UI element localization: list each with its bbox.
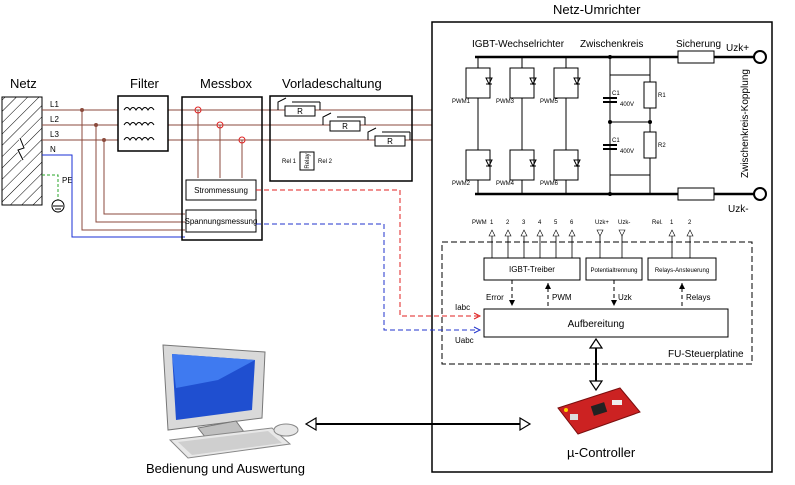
label-l3: L3 xyxy=(50,130,59,139)
error-label: Error xyxy=(486,293,504,302)
fuse-bottom xyxy=(677,187,715,201)
label-l2: L2 xyxy=(50,115,59,124)
strommessung-label: Strommessung xyxy=(194,186,248,195)
umrichter-frame xyxy=(431,21,773,473)
vorlade-frame xyxy=(269,95,413,182)
computer-monitor-icon xyxy=(162,344,266,439)
relays-ansteuerung-box xyxy=(647,257,717,281)
terminal-uzk-minus xyxy=(753,187,767,201)
svg-text:1: 1 xyxy=(490,220,494,226)
svg-text:PWM5: PWM5 xyxy=(540,99,559,105)
igbt-treiber-box xyxy=(483,257,581,281)
neutral-wire xyxy=(42,154,185,238)
igbt-bridge xyxy=(465,57,581,194)
mcu-label: µ-Controller xyxy=(567,445,636,460)
terminal-uzk-plus xyxy=(753,50,767,64)
svg-text:R: R xyxy=(342,122,348,131)
svg-text:400V: 400V xyxy=(620,102,634,108)
kopplung-label: Zwischenkreis-Kopplung xyxy=(740,69,751,178)
svg-text:PWM4: PWM4 xyxy=(496,181,515,187)
relays-ansteuerung-label: Relays-Ansteuerung xyxy=(655,268,709,274)
microcontroller-board-icon xyxy=(557,387,641,435)
keyboard-icon xyxy=(168,427,292,459)
relay-icon xyxy=(299,151,315,171)
label-l1: L1 xyxy=(50,100,59,109)
svg-text:2: 2 xyxy=(688,220,692,226)
spannungsmessung-box xyxy=(185,209,257,233)
svg-text:Rel 2: Rel 2 xyxy=(318,159,333,165)
igbt-title: IGBT-Wechselrichter xyxy=(472,39,565,50)
svg-text:PWM2: PWM2 xyxy=(452,181,471,187)
zwischenkreis-title: Zwischenkreis xyxy=(580,39,643,50)
uzk-plus-label: Uzk+ xyxy=(726,43,749,54)
pe-wire xyxy=(42,174,59,200)
svg-text:4: 4 xyxy=(538,220,542,226)
potentialtrennung-label: Potentialtrennung xyxy=(590,268,637,274)
label-n: N xyxy=(50,145,56,154)
umrichter-title: Netz-Umrichter xyxy=(553,2,641,17)
igbt-treiber-label: IGBT-Treiber xyxy=(509,265,555,274)
svg-text:PWM3: PWM3 xyxy=(496,99,515,105)
uzk-minus-label: Uzk- xyxy=(728,204,749,215)
mouse-icon xyxy=(273,423,299,437)
uzk-label: Uzk xyxy=(618,293,633,302)
label-pe: PE xyxy=(62,176,73,185)
svg-text:R: R xyxy=(297,107,303,116)
svg-text:R2: R2 xyxy=(658,143,666,149)
svg-text:C1: C1 xyxy=(612,91,620,97)
svg-text:PWM1: PWM1 xyxy=(452,99,471,105)
steuerplatine-label: FU-Steuerplatine xyxy=(668,349,744,360)
svg-text:PWM: PWM xyxy=(472,220,487,226)
svg-text:R: R xyxy=(387,137,393,146)
svg-text:Relay: Relay xyxy=(305,153,311,168)
svg-text:400V: 400V xyxy=(620,149,634,155)
svg-text:Rel.: Rel. xyxy=(652,220,663,226)
messbox-title: Messbox xyxy=(200,76,253,91)
dc-link xyxy=(603,57,657,194)
svg-text:5: 5 xyxy=(554,220,558,226)
svg-text:C1: C1 xyxy=(612,138,620,144)
aufbereitung-box xyxy=(483,308,729,338)
filter-inductors xyxy=(123,107,155,141)
svg-text:1: 1 xyxy=(670,220,674,226)
spannungsmessung-label: Spannungsmessung xyxy=(185,217,258,226)
uabc-label: Uabc xyxy=(455,336,474,345)
relays-label: Relays xyxy=(686,293,710,302)
pwm-label: PWM xyxy=(552,293,572,302)
pc-label: Bedienung und Auswertung xyxy=(146,461,305,476)
precharge-resistors xyxy=(284,105,406,147)
svg-text:Rel 1: Rel 1 xyxy=(282,159,297,165)
svg-text:2: 2 xyxy=(506,220,510,226)
svg-text:6: 6 xyxy=(570,220,574,226)
fuse-top xyxy=(677,50,715,64)
sicherung-title: Sicherung xyxy=(676,39,721,50)
internal-signals xyxy=(509,280,685,306)
netz-title: Netz xyxy=(10,76,37,91)
svg-text:3: 3 xyxy=(522,220,526,226)
iabc-label: Iabc xyxy=(455,303,470,312)
svg-text:Uzk-: Uzk- xyxy=(618,220,630,226)
svg-text:PWM6: PWM6 xyxy=(540,181,559,187)
aufbereitung-label: Aufbereitung xyxy=(568,319,625,330)
grid-hatch-block xyxy=(1,96,43,206)
messbox-frame xyxy=(181,96,263,241)
filter-title: Filter xyxy=(130,76,160,91)
precharge-switches xyxy=(277,97,411,140)
svg-text:R1: R1 xyxy=(658,93,666,99)
vorlade-title: Vorladeschaltung xyxy=(282,76,382,91)
iabc-signal xyxy=(256,189,478,317)
ground-icon xyxy=(51,199,65,213)
uabc-signal xyxy=(256,223,478,331)
phase-wires xyxy=(42,109,432,231)
svg-text:Uzk+: Uzk+ xyxy=(595,220,609,226)
